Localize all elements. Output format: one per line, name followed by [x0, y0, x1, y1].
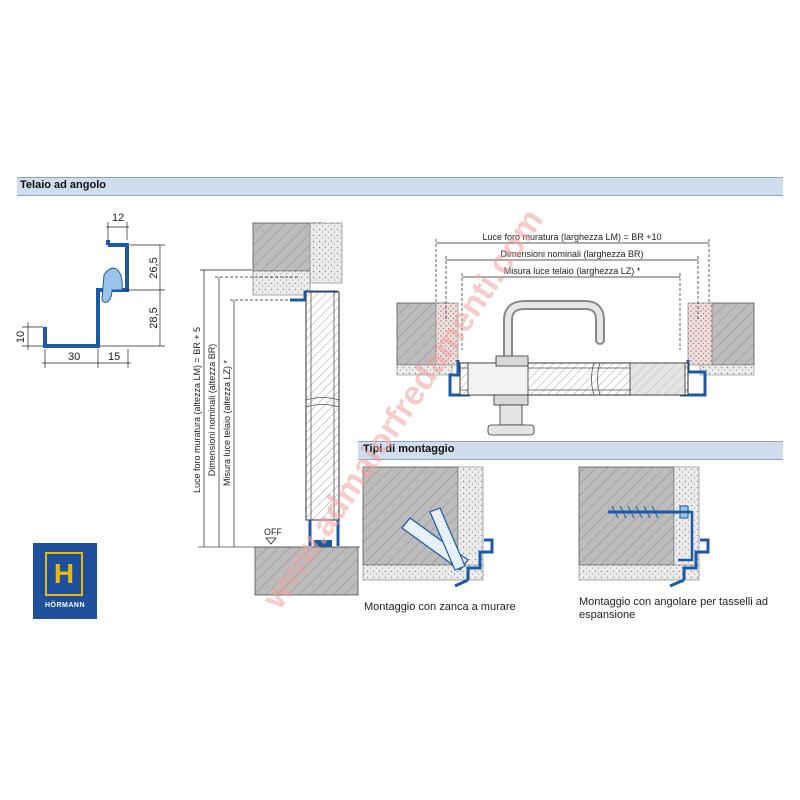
logo-brand-text: HÖRMANN — [44, 602, 86, 609]
mounting-anchor-drawing — [362, 466, 494, 588]
dim-frame-height: Misura luce telaio (altezza LZ) * — [222, 359, 232, 486]
dim-top-width: 12 — [112, 212, 124, 224]
hormann-logo: H HÖRMANN — [33, 543, 97, 619]
dim-lip-height: 10 — [15, 331, 27, 343]
floor-mark-label: OFF — [264, 527, 282, 537]
dim-nominal-width: Dimensioni nominali (larghezza BR) — [500, 249, 643, 259]
horizontal-section-drawing: Luce foro muratura (larghezza LM) = BR +… — [396, 232, 755, 436]
caption-bracket-mounting-line2: espansione — [579, 609, 636, 621]
dim-opening-height: Luce foro muratura (altezza LM) = BR + 5 — [192, 327, 202, 493]
mounting-bracket-drawing — [578, 466, 710, 588]
dim-frame-width: Misura luce telaio (larghezza LZ) * — [504, 266, 641, 276]
vertical-section-drawing: OFF Luce foro muratura (altezza LM) = BR… — [192, 222, 360, 596]
section-title-telaio: Telaio ad angolo — [20, 179, 106, 191]
dim-lower-height: 28,5 — [148, 307, 160, 328]
dim-offset-width: 15 — [108, 351, 120, 363]
header-band-telaio — [17, 177, 783, 196]
header-band-tipi — [358, 441, 783, 460]
caption-bracket-mounting-line1: Montaggio con angolare per tasselli ad — [579, 596, 768, 608]
section-title-tipi: Tipi di montaggio — [363, 443, 455, 455]
logo-mark: H — [53, 558, 75, 589]
frame-profile-drawing: 12 26,5 28,5 10 30 15 — [15, 212, 165, 368]
dim-nominal-height: Dimensioni nominali (altezza BR) — [207, 344, 217, 477]
dim-base-width: 30 — [68, 351, 80, 363]
caption-anchor-mounting: Montaggio con zanca a murare — [364, 601, 516, 613]
dim-upper-height: 26,5 — [148, 257, 160, 278]
dim-opening-width: Luce foro muratura (larghezza LM) = BR +… — [482, 232, 661, 242]
logo-frame: H — [45, 552, 83, 596]
